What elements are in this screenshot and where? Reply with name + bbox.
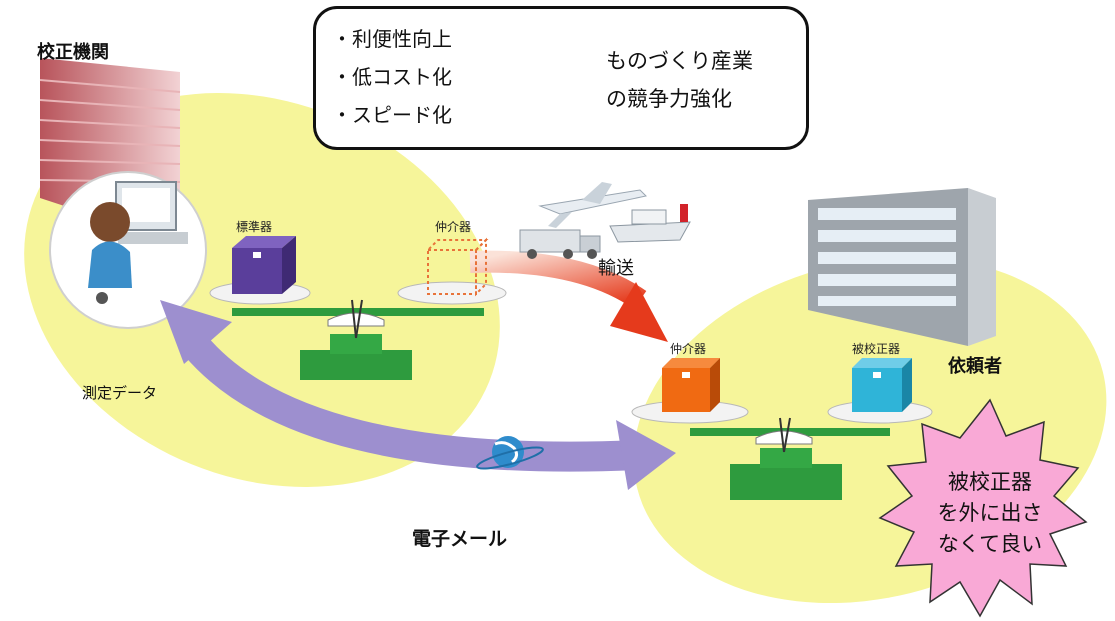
starburst-line-3: なくて良い	[937, 532, 1043, 556]
result-line-1: ものづくり産業	[606, 49, 753, 73]
data-exchange-arrow	[160, 300, 676, 490]
starburst-line-2: を外に出さ	[937, 501, 1043, 525]
starburst-text: 被校正器 を外に出さ なくて良い	[934, 467, 1046, 560]
starburst-line-1: 被校正器	[948, 470, 1032, 494]
standard-label: 標準器	[236, 220, 273, 234]
calibration-org-label: 校正機関	[37, 42, 109, 63]
benefit-low-cost: ・低コスト化	[332, 65, 452, 89]
intermediary-label-right: 仲介器	[670, 342, 707, 356]
truck-icon	[519, 229, 601, 259]
globe-icon	[476, 436, 544, 470]
email-label: 電子メール	[412, 528, 508, 550]
standard-box	[232, 236, 296, 294]
requester-label: 依頼者	[948, 356, 1002, 377]
airplane-icon	[538, 182, 648, 228]
operator-illustration	[49, 171, 207, 329]
transport-arrow	[469, 250, 668, 342]
transport-label: 輸送	[598, 258, 634, 279]
benefit-speed: ・スピード化	[332, 103, 452, 127]
intermediary-box	[662, 358, 720, 412]
calibrated-device-label: 被校正器	[852, 342, 901, 356]
benefits-box: ・利便性向上 ・低コスト化 ・スピード化 ものづくり産業 の競争力強化	[313, 6, 809, 150]
ship-icon	[609, 204, 691, 243]
calibrated-device-box	[852, 358, 912, 412]
benefit-convenience: ・利便性向上	[332, 27, 452, 51]
intermediary-label-left: 仲介器	[435, 220, 472, 234]
result-line-2: の競争力強化	[606, 87, 732, 111]
requester-building	[808, 188, 996, 346]
measurement-data-label: 測定データ	[82, 384, 158, 402]
intermediary-box-outline	[425, 237, 489, 297]
starburst-callout	[878, 398, 1088, 618]
